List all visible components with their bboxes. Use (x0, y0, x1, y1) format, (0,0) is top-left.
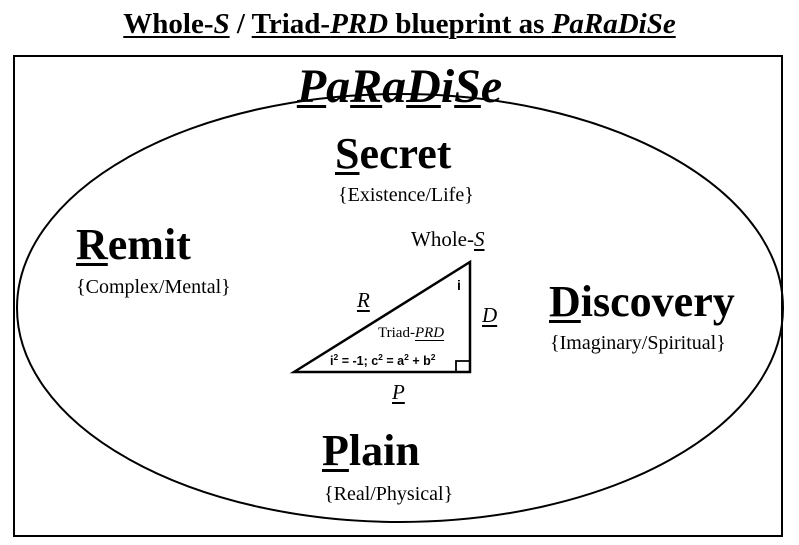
title-letter-e: e (480, 60, 503, 113)
formula-mid-1: = -1; c (338, 354, 379, 368)
node-discovery-initial: D (549, 277, 581, 326)
title-letter-a1: a (326, 60, 351, 113)
node-secret-subtitle: {Existence/Life} (338, 184, 474, 206)
node-secret-initial: S (335, 129, 360, 178)
header-s: S (213, 8, 230, 40)
formula-exp-4: 2 (430, 351, 436, 362)
header-blueprint: blueprint as (388, 8, 552, 40)
side-d-label: D (482, 303, 498, 327)
formula-exp-1: 2 (333, 351, 339, 362)
formula-exp-3: 2 (404, 351, 409, 362)
node-discovery-subtitle: {Imaginary/Spiritual} (550, 332, 726, 354)
whole-s-letter: S (473, 227, 485, 251)
outer-ellipse (16, 93, 784, 523)
formula-label: i2 = -1; c2 = a2 + b2 (330, 351, 436, 368)
header-prd: PRD (330, 8, 389, 40)
header-title: Whole-S / Triad-PRD blueprint as PaRaDiS… (0, 4, 799, 44)
node-discovery-rest: iscovery (580, 277, 735, 326)
angle-i-label: i (457, 277, 461, 293)
node-remit-rest: emit (107, 220, 191, 269)
paradise-title: PaRaDiSe (0, 58, 799, 116)
title-letter-r: R (350, 60, 383, 113)
header-paradise: PaRaDiSe (551, 8, 676, 40)
side-p-label: P (392, 380, 405, 404)
whole-s-prefix: Whole- (411, 227, 474, 251)
title-letter-a2: a (382, 60, 407, 113)
node-remit-title: Remit (76, 220, 191, 270)
triad-prd: PRD (414, 325, 445, 341)
formula-exp-2: 2 (378, 351, 383, 362)
formula-i: i (330, 354, 334, 368)
right-triangle (289, 259, 472, 374)
side-r-label: R (357, 288, 370, 312)
right-angle-mark (455, 360, 470, 372)
header-triad: Triad- (251, 8, 331, 40)
title-letter-d: D (406, 60, 441, 113)
header-whole: Whole- (123, 8, 214, 40)
formula-mid-2: = a (382, 354, 405, 368)
node-secret-title: Secret (335, 129, 451, 179)
triad-prd-label: Triad-PRD (378, 324, 444, 342)
title-letter-i: i (440, 60, 455, 113)
whole-s-label: Whole-S (411, 227, 484, 251)
node-plain-title: Plain (322, 426, 420, 476)
node-plain-rest: lain (348, 426, 420, 475)
node-plain-subtitle: {Real/Physical} (324, 483, 454, 505)
node-remit-subtitle: {Complex/Mental} (76, 276, 231, 298)
node-plain-initial: P (322, 426, 349, 475)
formula-mid-3: + b (408, 354, 431, 368)
title-letter-p: P (296, 60, 327, 113)
title-letter-s: S (454, 60, 481, 113)
header-separator: / (229, 8, 252, 40)
node-discovery-title: Discovery (549, 277, 735, 327)
triad-prefix: Triad- (378, 325, 415, 341)
node-secret-rest: ecret (359, 129, 452, 178)
node-remit-initial: R (76, 220, 108, 269)
